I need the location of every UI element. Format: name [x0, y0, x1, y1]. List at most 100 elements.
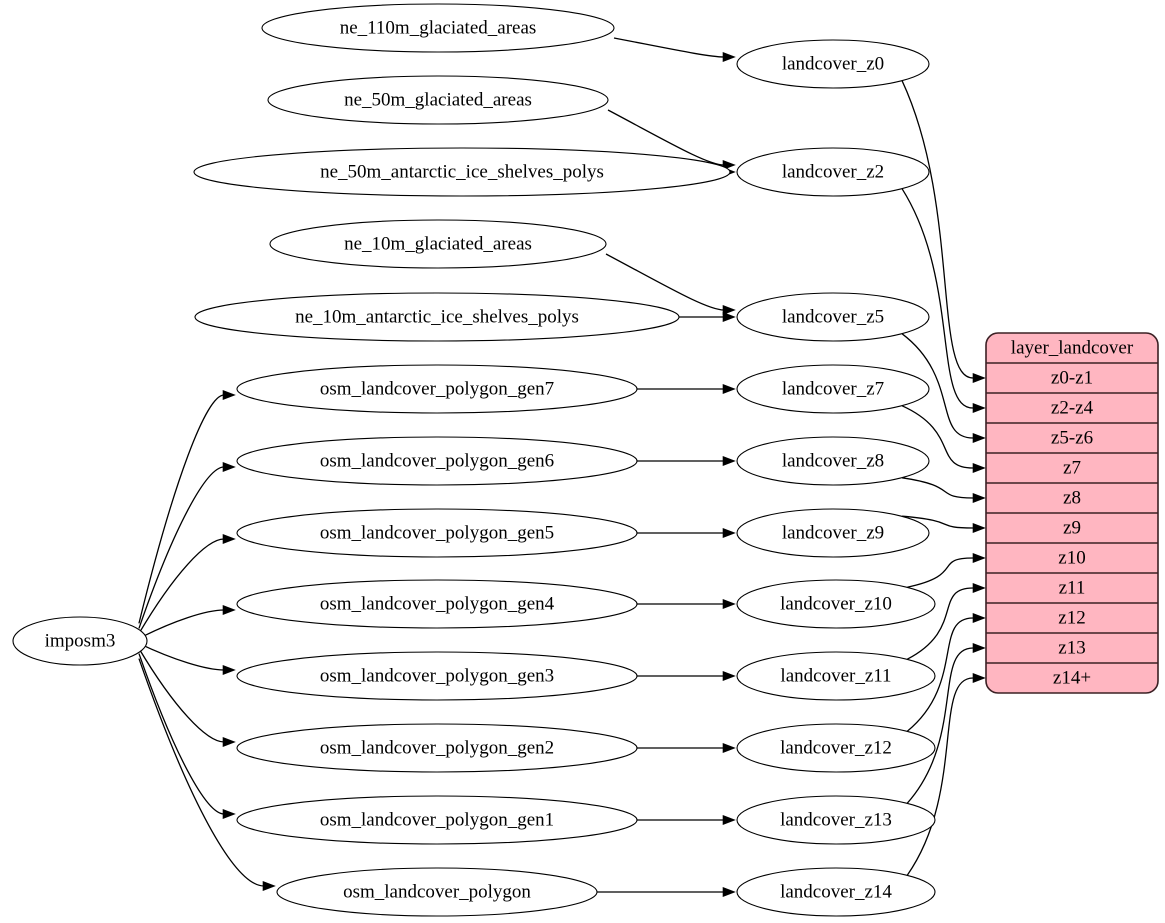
node-landcover_z14[interactable]: landcover_z14 — [736, 867, 936, 917]
node-landcover_z13[interactable]: landcover_z13 — [736, 795, 936, 845]
edge-line — [607, 109, 725, 166]
arrow-head-icon — [222, 461, 236, 473]
edge-landcover_z2-to-layer_landcover-z2-z4 — [901, 188, 986, 414]
edge-ne_10m_glaciated_areas-to-landcover_z5 — [605, 253, 736, 316]
node-ellipse — [193, 147, 731, 197]
node-landcover_z9[interactable]: landcover_z9 — [736, 508, 930, 558]
arrow-head-icon — [222, 533, 236, 545]
arrow-head-icon — [972, 522, 986, 534]
node-ne_50m_antarctic_ice_shelves_polys[interactable]: ne_50m_antarctic_ice_shelves_polys — [193, 147, 731, 197]
edge-osm_landcover_polygon_gen2-to-landcover_z12 — [636, 742, 736, 754]
node-osm_landcover_polygon_gen2[interactable]: osm_landcover_polygon_gen2 — [236, 723, 638, 773]
edge-line — [902, 477, 974, 499]
layer-landcover-table: layer_landcoverz0-z1z2-z4z5-z6z7z8z9z10z… — [985, 332, 1159, 694]
arrow-head-icon — [222, 389, 236, 401]
edge-ne_10m_antarctic_ice_shelves_polys-to-landcover_z5 — [679, 311, 736, 323]
node-ne_110m_glaciated_areas[interactable]: ne_110m_glaciated_areas — [261, 3, 615, 53]
arrow-head-icon — [722, 304, 736, 316]
node-osm_landcover_polygon_gen3[interactable]: osm_landcover_polygon_gen3 — [236, 651, 638, 701]
edge-imposm3-to-osm_landcover_polygon_gen4 — [138, 604, 236, 639]
edge-landcover_z5-to-layer_landcover-z5-z6 — [901, 333, 986, 444]
node-ellipse — [269, 219, 607, 269]
node-ellipse — [236, 795, 638, 845]
node-ellipse — [736, 651, 936, 701]
edge-imposm3-to-osm_landcover_polygon — [138, 658, 276, 892]
edge-line — [906, 587, 974, 660]
edge-line — [138, 653, 225, 815]
node-ne_50m_glaciated_areas[interactable]: ne_50m_glaciated_areas — [267, 75, 609, 125]
edge-osm_landcover_polygon_gen1-to-landcover_z13 — [637, 814, 736, 826]
arrow-head-icon — [722, 311, 736, 323]
edge-line — [613, 37, 725, 58]
node-ne_10m_glaciated_areas[interactable]: ne_10m_glaciated_areas — [269, 219, 607, 269]
node-ne_10m_antarctic_ice_shelves_polys[interactable]: ne_10m_antarctic_ice_shelves_polys — [194, 292, 680, 342]
node-landcover_z11[interactable]: landcover_z11 — [736, 651, 936, 701]
edge-osm_landcover_polygon_gen5-to-landcover_z9 — [637, 527, 736, 539]
edge-landcover_z13-to-layer_landcover-z13 — [906, 642, 986, 804]
edge-imposm3-to-osm_landcover_polygon_gen2 — [138, 648, 236, 748]
node-landcover_z8[interactable]: landcover_z8 — [736, 436, 930, 486]
arrow-head-icon — [722, 527, 736, 539]
node-osm_landcover_polygon_gen4[interactable]: osm_landcover_polygon_gen4 — [236, 579, 638, 629]
node-ellipse — [236, 579, 638, 629]
edges-layer — [138, 37, 986, 898]
edge-line — [902, 515, 974, 529]
node-osm_landcover_polygon_gen7[interactable]: osm_landcover_polygon_gen7 — [236, 364, 638, 414]
edge-line — [901, 333, 974, 439]
arrow-head-icon — [262, 880, 276, 892]
node-ellipse — [261, 3, 615, 53]
arrow-head-icon — [972, 402, 986, 414]
node-landcover_z5[interactable]: landcover_z5 — [736, 292, 930, 342]
node-ellipse — [736, 364, 930, 414]
node-imposm3[interactable]: imposm3 — [12, 616, 148, 666]
node-landcover_z12[interactable]: landcover_z12 — [736, 723, 936, 773]
node-ellipse — [236, 364, 638, 414]
edge-line — [906, 617, 974, 732]
arrow-head-icon — [222, 664, 236, 676]
edge-imposm3-to-osm_landcover_polygon_gen5 — [138, 533, 236, 634]
edge-line — [138, 466, 225, 629]
arrow-head-icon — [972, 372, 986, 384]
arrow-head-icon — [972, 642, 986, 654]
arrow-head-icon — [972, 672, 986, 684]
arrow-head-icon — [722, 455, 736, 467]
node-ellipse — [236, 723, 638, 773]
edge-line — [138, 609, 225, 639]
edge-imposm3-to-osm_landcover_polygon_gen1 — [138, 653, 236, 820]
edge-landcover_z9-to-layer_landcover-z9 — [902, 515, 986, 534]
edge-line — [138, 394, 225, 624]
node-ellipse — [276, 867, 598, 917]
edge-line — [906, 647, 974, 804]
edge-line — [907, 557, 974, 588]
edge-landcover_z12-to-layer_landcover-z12 — [906, 612, 986, 732]
node-landcover_z7[interactable]: landcover_z7 — [736, 364, 930, 414]
node-ellipse — [236, 436, 638, 486]
edge-line — [901, 405, 974, 469]
edge-osm_landcover_polygon_gen6-to-landcover_z8 — [637, 455, 736, 467]
node-ellipse — [236, 508, 638, 558]
node-osm_landcover_polygon_gen5[interactable]: osm_landcover_polygon_gen5 — [236, 508, 638, 558]
node-ellipse — [736, 723, 936, 773]
node-landcover_z10[interactable]: landcover_z10 — [736, 579, 936, 629]
arrow-head-icon — [972, 612, 986, 624]
edge-osm_landcover_polygon-to-landcover_z14 — [596, 886, 736, 898]
edge-line — [605, 253, 725, 311]
node-ellipse — [236, 651, 638, 701]
edge-landcover_z11-to-layer_landcover-z11 — [906, 582, 986, 660]
node-ellipse — [736, 292, 930, 342]
node-ellipse — [736, 508, 930, 558]
edge-landcover_z7-to-layer_landcover-z7 — [901, 405, 986, 474]
edge-imposm3-to-osm_landcover_polygon_gen3 — [138, 642, 236, 676]
edge-line — [138, 538, 225, 634]
arrow-head-icon — [722, 742, 736, 754]
node-osm_landcover_polygon_gen6[interactable]: osm_landcover_polygon_gen6 — [236, 436, 638, 486]
edge-landcover_z14-to-layer_landcover-z14+ — [906, 672, 986, 876]
layer-table-group[interactable]: layer_landcoverz0-z1z2-z4z5-z6z7z8z9z10z… — [985, 332, 1159, 694]
node-landcover_z0[interactable]: landcover_z0 — [736, 39, 930, 89]
node-osm_landcover_polygon_gen1[interactable]: osm_landcover_polygon_gen1 — [236, 795, 638, 845]
arrow-head-icon — [722, 598, 736, 610]
node-osm_landcover_polygon[interactable]: osm_landcover_polygon — [276, 867, 598, 917]
edge-osm_landcover_polygon_gen7-to-landcover_z7 — [637, 383, 736, 395]
node-landcover_z2[interactable]: landcover_z2 — [736, 147, 930, 197]
